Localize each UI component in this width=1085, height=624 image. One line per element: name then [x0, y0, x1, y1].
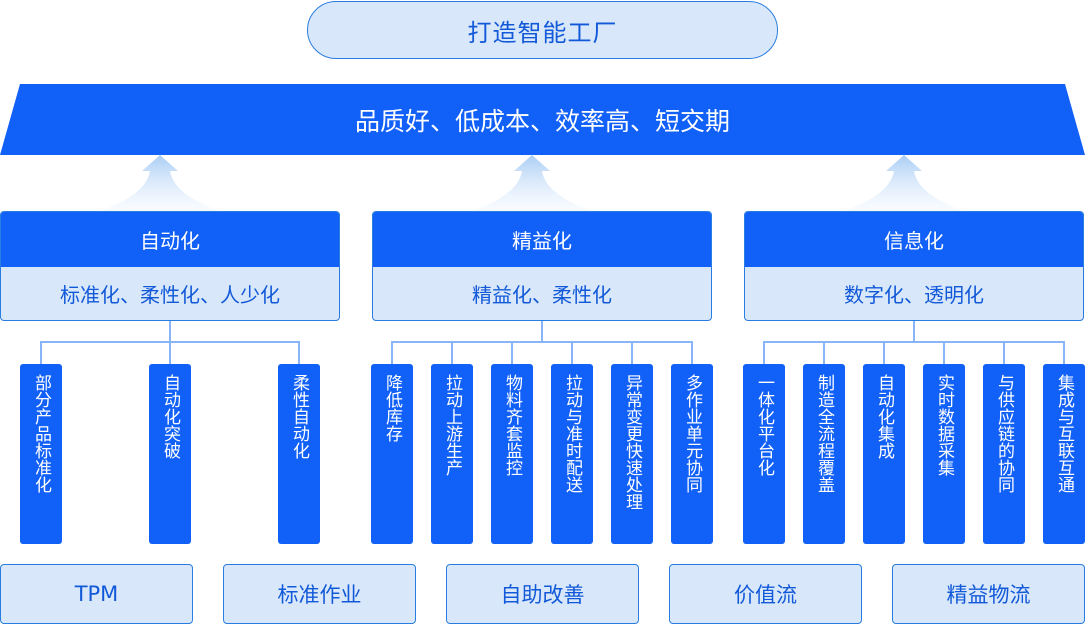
item-label: 降低库存 [382, 374, 402, 442]
item-bar: 拉动与准时配送 [551, 364, 593, 544]
item-label: 部分产品标准化 [31, 374, 51, 493]
up-arrow-icon [100, 155, 220, 211]
connector-line [169, 341, 171, 364]
goal-banner: 品质好、低成本、效率高、短交期 [0, 84, 1085, 155]
item-label: 制造全流程覆盖 [814, 374, 834, 493]
goal-text: 品质好、低成本、效率高、短交期 [354, 106, 730, 136]
item-label: 拉动与准时配送 [562, 374, 582, 493]
group-2: 信息化数字化、透明化 [744, 211, 1084, 321]
connector-line [913, 321, 915, 342]
item-label: 集成与互联互通 [1054, 374, 1074, 493]
item-label: 一体化平台化 [754, 374, 774, 476]
item-label: 实时数据采集 [934, 374, 954, 476]
item-label: 拉动上游生产 [442, 374, 462, 476]
up-arrow-icon [844, 155, 964, 211]
item-bar: 自动化突破 [149, 364, 191, 544]
group-subtitle: 精益化、柔性化 [472, 283, 612, 307]
item-bar: 拉动上游生产 [431, 364, 473, 544]
foundation-box: 自助改善 [446, 564, 639, 624]
group-title: 精益化 [373, 212, 711, 267]
connector-line [631, 341, 633, 364]
group-subtitle: 标准化、柔性化、人少化 [60, 283, 280, 307]
connector-line [40, 341, 42, 364]
connector-line [763, 341, 765, 364]
item-bar: 实时数据采集 [923, 364, 965, 544]
group-title: 信息化 [745, 212, 1083, 267]
item-bar: 部分产品标准化 [20, 364, 62, 544]
group-1: 精益化精益化、柔性化 [372, 211, 712, 321]
item-label: 物料齐套监控 [502, 374, 522, 476]
connector-line [1003, 341, 1005, 364]
foundation-box: 精益物流 [892, 564, 1085, 624]
item-label: 自动化集成 [874, 374, 894, 459]
item-bar: 自动化集成 [863, 364, 905, 544]
item-bar: 制造全流程覆盖 [803, 364, 845, 544]
item-bar: 物料齐套监控 [491, 364, 533, 544]
item-label: 自动化突破 [160, 374, 180, 459]
item-bar: 多作业单元协同 [671, 364, 713, 544]
item-bar: 柔性自动化 [278, 364, 320, 544]
item-bar: 一体化平台化 [743, 364, 785, 544]
title-pill: 打造智能工厂 [307, 1, 778, 59]
foundation-box: 价值流 [669, 564, 862, 624]
foundation-box: 标准作业 [223, 564, 416, 624]
connector-line [943, 341, 945, 364]
connector-line [511, 341, 513, 364]
group-title: 自动化 [1, 212, 339, 267]
connector-line [571, 341, 573, 364]
connector-line [1063, 341, 1065, 364]
connector-line [391, 341, 693, 343]
item-label: 异常变更快速处理 [622, 374, 642, 510]
connector-line [823, 341, 825, 364]
item-label: 与供应链的协同 [994, 374, 1014, 493]
item-bar: 降低库存 [371, 364, 413, 544]
group-0: 自动化标准化、柔性化、人少化 [0, 211, 340, 321]
connector-line [763, 341, 1065, 343]
connector-line [391, 341, 393, 364]
item-bar: 异常变更快速处理 [611, 364, 653, 544]
item-label: 多作业单元协同 [682, 374, 702, 493]
connector-line [451, 341, 453, 364]
connector-line [298, 341, 300, 364]
item-bar: 与供应链的协同 [983, 364, 1025, 544]
connector-line [541, 321, 543, 342]
up-arrow-icon [472, 155, 592, 211]
foundation-box: TPM [0, 564, 193, 624]
group-subtitle: 数字化、透明化 [844, 283, 984, 307]
item-label: 柔性自动化 [289, 374, 309, 459]
item-bar: 集成与互联互通 [1043, 364, 1085, 544]
connector-line [883, 341, 885, 364]
connector-line [691, 341, 693, 364]
connector-line [169, 321, 171, 342]
